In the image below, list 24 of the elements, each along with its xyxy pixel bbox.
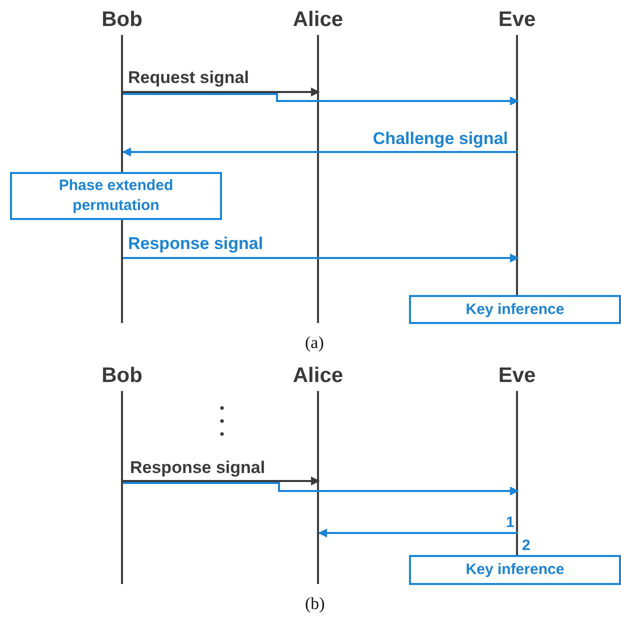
step-number: 1 <box>506 514 514 531</box>
arrow <box>123 254 519 262</box>
arrow <box>123 476 320 486</box>
process-box: Key inference <box>409 295 621 324</box>
panel-label: (a) <box>305 333 324 353</box>
arrow <box>122 148 518 156</box>
arrow <box>318 528 518 538</box>
participant-name: Eve <box>497 364 537 388</box>
participant-name: Bob <box>100 8 144 32</box>
arrow <box>123 93 519 106</box>
panel-label: (b) <box>305 594 325 614</box>
process-box: Key inference <box>409 555 621 585</box>
participant-name: Alice <box>292 8 344 32</box>
participant-name: Bob <box>100 364 144 388</box>
participant-name: Alice <box>292 364 344 388</box>
participant-name: Eve <box>497 8 537 32</box>
edge-label: Challenge signal <box>372 129 508 149</box>
arrow <box>123 88 320 96</box>
edge-label: Response signal <box>130 458 266 478</box>
arrow <box>123 482 519 496</box>
edge-label: Request signal <box>128 68 249 88</box>
edge-label: Response signal <box>128 234 264 254</box>
process-box: Phase extended permutation <box>10 172 222 220</box>
step-number: 2 <box>522 537 530 554</box>
